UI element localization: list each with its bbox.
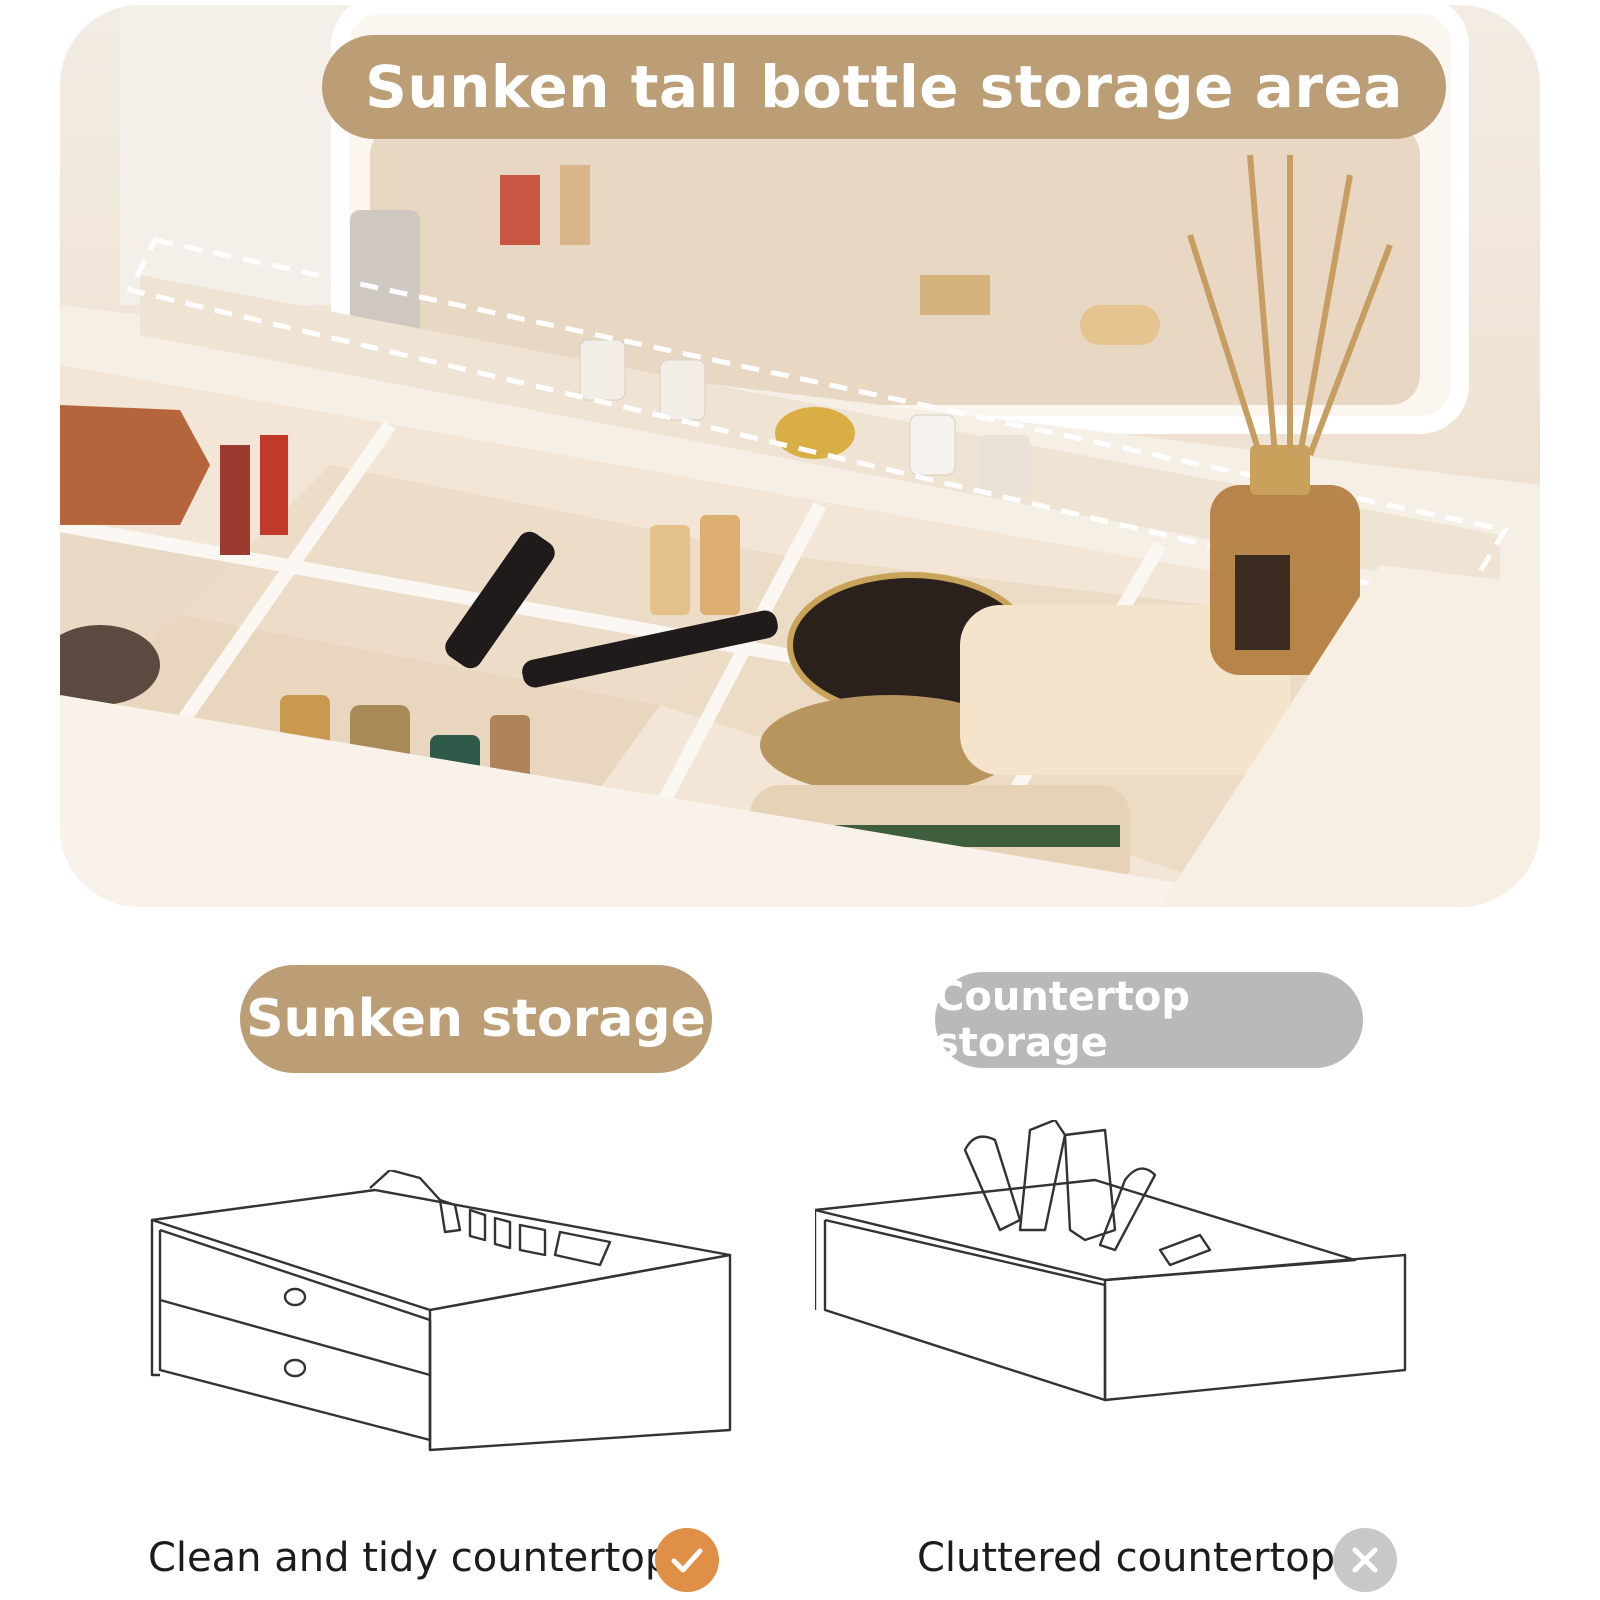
sunken-area-outline <box>126 237 1509 608</box>
bottle-outline <box>493 1216 512 1250</box>
bottle-outline <box>438 1198 462 1234</box>
tube-outline <box>1158 1233 1212 1267</box>
countertop-storage-drawing <box>815 1120 1407 1402</box>
makeup-brush <box>445 531 555 669</box>
side-panel <box>428 1253 732 1452</box>
reflected-compact <box>1080 305 1160 345</box>
desk-back-edge <box>150 1220 160 1377</box>
jewelry-box <box>60 405 210 525</box>
diffuser-reed <box>1307 243 1393 457</box>
countertop-storage-pill: Countertop storage <box>935 972 1363 1068</box>
side-panel <box>1160 565 1540 907</box>
bottle-outline <box>963 1135 1022 1232</box>
bottle-outline <box>1018 1120 1067 1232</box>
reflected-jar <box>920 275 990 315</box>
reflected-bottle <box>560 165 590 245</box>
check-icon <box>655 1528 719 1592</box>
perfume-bottle <box>980 435 1030 495</box>
bottle-cap <box>909 414 956 476</box>
bottle-cap <box>659 359 706 421</box>
makeup-brush <box>522 610 778 688</box>
bottle-outline <box>518 1223 547 1257</box>
foundation-bottle <box>650 525 690 615</box>
vanity-illustration <box>60 5 1540 907</box>
reflected-bottle <box>500 175 540 245</box>
caption-cluttered-countertop: Cluttered countertop <box>917 1535 1336 1581</box>
side-panel <box>1103 1253 1407 1402</box>
diffuser-reed <box>1247 154 1278 456</box>
sunken-storage-pill: Sunken storage <box>240 965 712 1073</box>
cross-icon <box>1333 1528 1397 1592</box>
lipstick <box>260 435 288 535</box>
powder-compact <box>60 625 160 705</box>
headline-banner: Sunken tall bottle storage area <box>322 35 1446 139</box>
hinge <box>350 210 420 350</box>
bottle-outline <box>1063 1128 1117 1242</box>
diffuser-cap <box>1250 445 1310 495</box>
drawer-divider <box>159 1298 431 1377</box>
tray-front-edge <box>60 695 1190 907</box>
diffuser-reed <box>1297 174 1353 456</box>
bottle-outline <box>468 1208 487 1242</box>
lipstick <box>220 445 250 555</box>
diffuser-label <box>1235 555 1290 650</box>
product-photo: Sunken tall bottle storage area <box>60 5 1540 907</box>
bottle-cap <box>579 339 626 401</box>
foundation-bottle <box>700 515 740 615</box>
caption-clean-countertop: Clean and tidy countertop <box>148 1535 671 1581</box>
sunken-storage-drawing <box>150 1170 732 1452</box>
bottle-outline <box>369 1170 441 1201</box>
bottle-outline <box>553 1230 612 1267</box>
drawer-front <box>158 1230 432 1442</box>
drawer-knob <box>283 1287 307 1307</box>
drawer-knob <box>283 1358 307 1378</box>
pouch <box>960 605 1290 775</box>
mirror-reflection <box>370 125 1420 405</box>
gold-ornament <box>775 407 855 459</box>
compact-base <box>760 695 1020 795</box>
diffuser-reed <box>1187 234 1263 456</box>
bottle-outline <box>1098 1167 1157 1252</box>
